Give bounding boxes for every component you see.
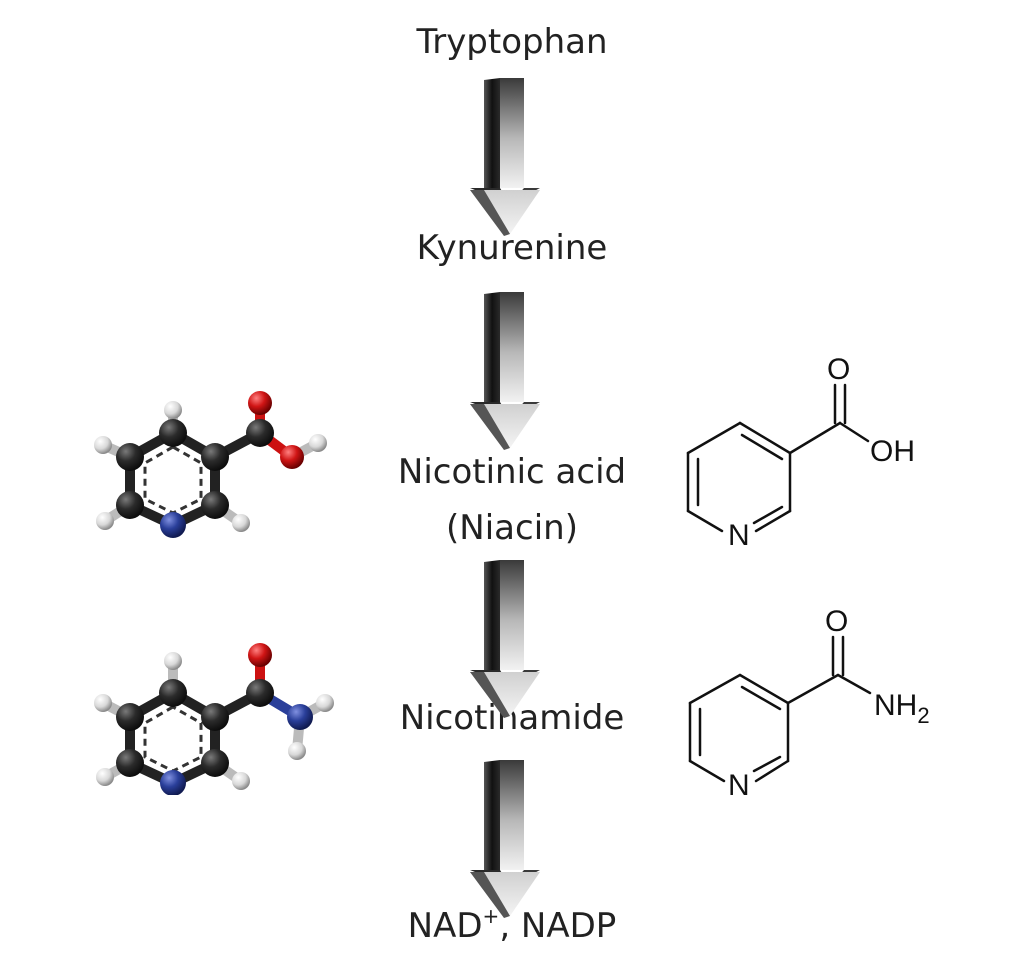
arrow-down-icon [470, 292, 540, 450]
arrow-down-icon [470, 78, 540, 236]
nicotinamide-structure: O NH2 N [688, 605, 930, 795]
nitrogen-label: N [728, 769, 750, 795]
nicotinic-acid-3d-model [94, 391, 327, 538]
amine-label: NH2 [874, 689, 930, 728]
arrow-down-icon [470, 760, 540, 918]
nicotinic-acid-structure: O OH N [686, 353, 915, 545]
step-kynurenine: Kynurenine [416, 228, 608, 268]
nad-plus-sup: + [482, 904, 500, 928]
step-tryptophan: Tryptophan [416, 22, 608, 62]
oxygen-label: O [827, 353, 850, 386]
amine-subscript: 2 [917, 703, 929, 728]
nadp-label: , NADP [499, 906, 617, 946]
nad-label: NAD [407, 906, 483, 946]
oxygen-label: O [825, 605, 848, 638]
arrow-down-icon [470, 560, 540, 718]
step-niacin-sublabel: (Niacin) [446, 508, 578, 548]
step-nicotinic-acid: Nicotinic acid [397, 452, 627, 492]
amine-nh: NH [874, 689, 917, 722]
hydroxyl-label: OH [870, 435, 915, 468]
nicotinamide-3d-model [94, 643, 334, 795]
nitrogen-label: N [728, 519, 750, 545]
step-nad-nadp: NAD+, NADP [312, 906, 712, 946]
